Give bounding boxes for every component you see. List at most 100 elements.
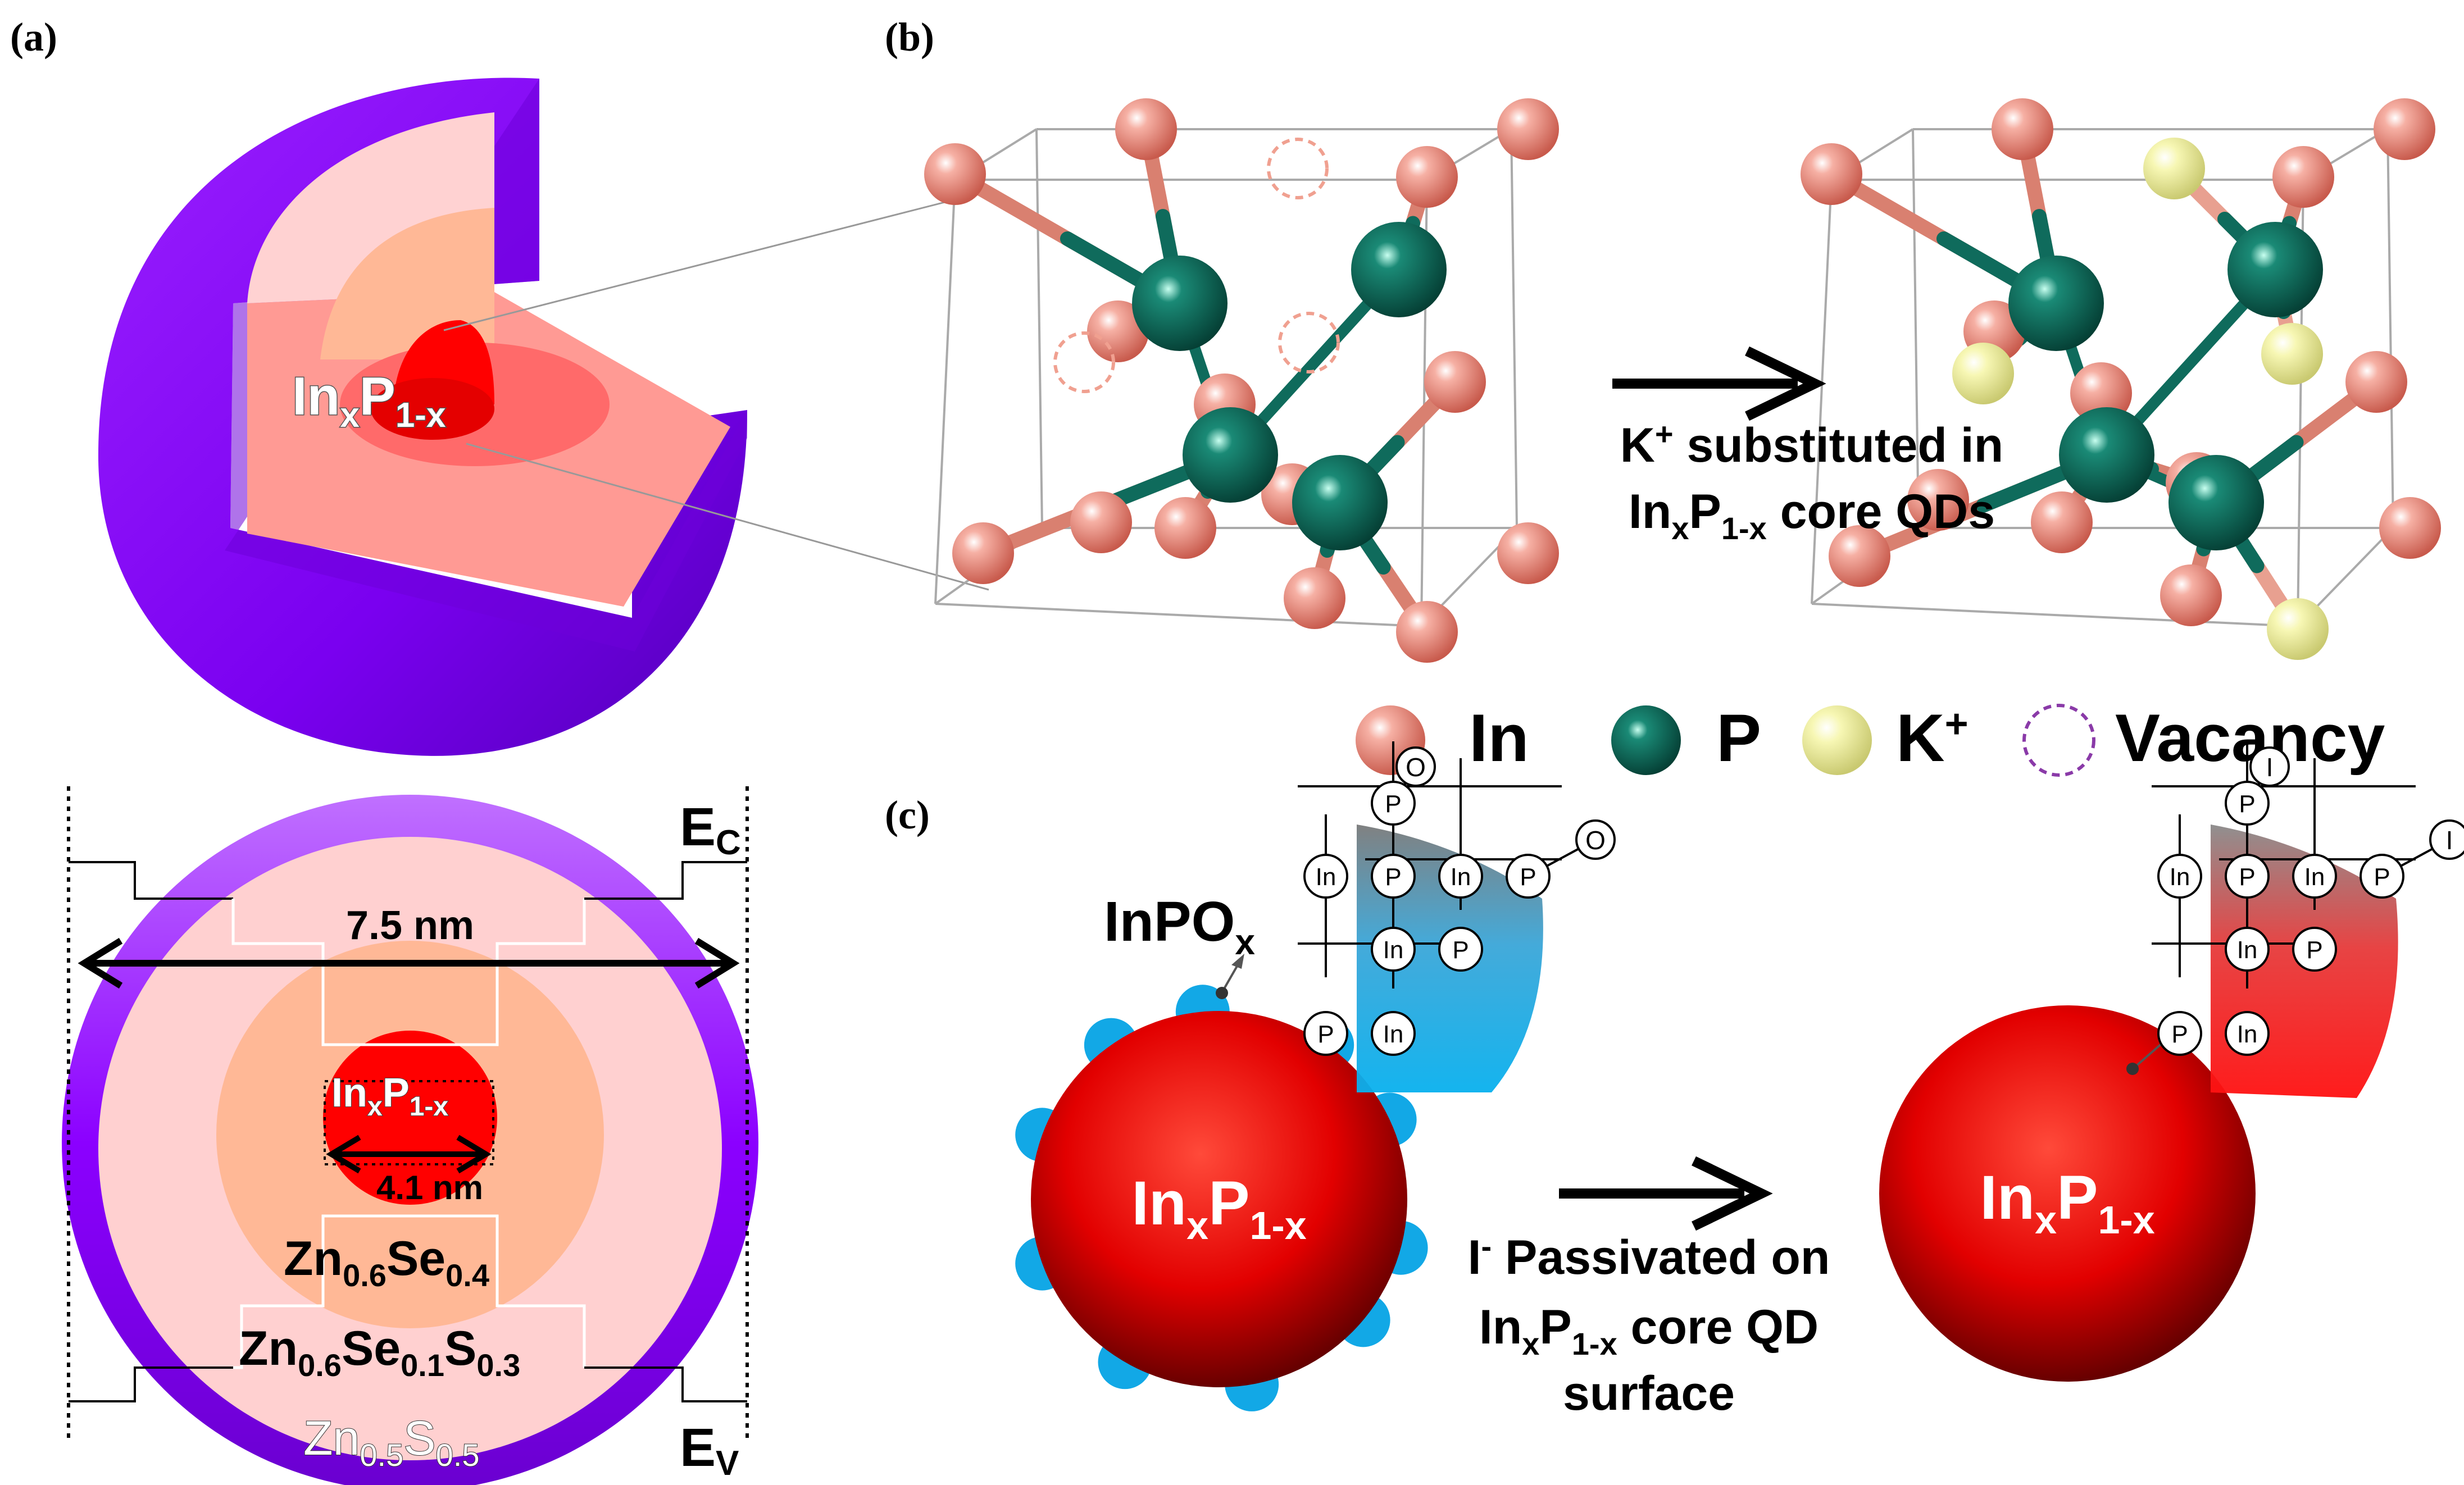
caption-c-line3: surface: [1563, 1366, 1735, 1420]
label-znse-shell: Zn0.6Se0.4: [284, 1232, 489, 1293]
znse-se: Se: [387, 1232, 445, 1286]
band-ev-right: [584, 1366, 747, 1402]
in-atom: [1087, 300, 1149, 362]
legend-p-label: P: [1716, 700, 1761, 776]
in-atom: [1497, 98, 1559, 160]
qd-left-x: x: [1186, 1204, 1208, 1247]
qd-left-1x: 1-x: [1249, 1204, 1306, 1247]
surface-atom-label: In: [1383, 1021, 1404, 1048]
surface-atom-label: In: [2304, 863, 2325, 891]
caption-c-sup: -: [1481, 1228, 1492, 1264]
arrow-7-5nm-right-head: [694, 937, 740, 989]
vacancy-site: [1278, 312, 1340, 373]
zns-zn: Zn: [303, 1411, 360, 1465]
in-atom: [1284, 567, 1345, 629]
inpox-sub: x: [1235, 922, 1255, 962]
zns-s2: 0.5: [436, 1437, 480, 1473]
lattice-edge: [935, 603, 1422, 627]
surface-atom-label: In: [1316, 863, 1336, 891]
vacancy-site: [1267, 138, 1329, 199]
in-atom: [1396, 146, 1458, 208]
caption-b-rest1: substituted in: [1674, 418, 2004, 472]
terminal-atom: [1395, 746, 1436, 787]
core-label-3d-p: P: [360, 366, 395, 426]
terminal-atom: [2249, 746, 2290, 787]
surface-p-atom: [1371, 781, 1416, 826]
inpox-pointer-dot: [1216, 987, 1228, 999]
qd-right-label: InxP1-x: [1980, 1163, 2154, 1242]
inpox-label: InPOx: [1104, 890, 1255, 962]
p-atom: [1132, 256, 1228, 351]
core-inp-base: [371, 378, 494, 440]
qd-left-p: P: [1208, 1169, 1249, 1238]
caption-c-in: In: [1479, 1300, 1522, 1354]
arrow-7-5nm-left-head: [78, 937, 123, 989]
core-label-3d-in: In: [292, 366, 340, 426]
outer-shell-zns: [98, 78, 747, 756]
surface-in-atom: [2292, 854, 2337, 899]
legend-in-label: In: [1469, 700, 1529, 776]
surface-atom-label: P: [1520, 863, 1536, 891]
band-ec-inner: [231, 899, 586, 1046]
surface-in-atom: [1371, 927, 1416, 972]
core-label-3d-1x: 1-x: [395, 396, 446, 435]
band-ev-left: [69, 1366, 233, 1402]
qd-right-sphere: [1879, 1005, 2256, 1382]
caption-b-k: K: [1620, 418, 1655, 472]
in-atom: [1497, 522, 1559, 584]
surface-atom-label: P: [2374, 863, 2390, 891]
caption-c-rest2: core QD: [1617, 1300, 1819, 1354]
ev-v: V: [716, 1444, 739, 1483]
surface-atom-label: P: [1385, 863, 1401, 891]
terminal-atom-label: I: [2446, 826, 2453, 855]
zns-s1: 0.5: [360, 1437, 403, 1473]
band-ev-inner: [233, 1214, 586, 1369]
panel-label-c: (c): [885, 792, 930, 837]
caption-b-p: P: [1689, 485, 1721, 539]
cs-core-label-in: In: [331, 1071, 367, 1115]
inpox-pointer-head: [1231, 954, 1244, 969]
surface-atom-label: In: [2170, 863, 2190, 891]
cs-core-label-p: P: [383, 1071, 410, 1115]
qd-left-in: In: [1131, 1169, 1186, 1238]
surface-atom-label: In: [1451, 863, 1471, 891]
p-atom: [2059, 407, 2154, 503]
in-atom: [1396, 601, 1458, 663]
panel-label-b: (b): [885, 15, 934, 60]
in-atom: [2379, 497, 2441, 559]
legend-p-atom: [1611, 705, 1681, 775]
caption-b-x: x: [1671, 511, 1689, 546]
k-atom: [1952, 343, 2014, 404]
label-znses-shell: Zn0.6Se0.1S0.3: [239, 1322, 520, 1383]
caption-c-p: P: [1539, 1300, 1571, 1354]
zns-s: S: [403, 1411, 435, 1465]
znses-s2: 0.1: [401, 1347, 444, 1383]
in-atom: [1154, 497, 1216, 559]
lattice-edge: [1811, 603, 2298, 627]
p-atom: [1292, 455, 1388, 550]
caption-b-1x: 1-x: [1721, 511, 1767, 546]
qd-left-sphere: [1031, 1011, 1407, 1387]
legend-k-base: K: [1896, 700, 1945, 776]
surface-atom-label: In: [1383, 936, 1404, 964]
in-atom: [1070, 491, 1132, 553]
terminal-atom-label: O: [1406, 753, 1426, 782]
surface-p-atom: [2360, 854, 2404, 899]
caption-c-line2: InxP1-x core QD: [1479, 1300, 1819, 1361]
qd-right: InxP1-x: [1879, 1005, 2256, 1382]
caption-c-x: x: [1522, 1326, 1539, 1361]
znses-s: S: [444, 1322, 476, 1375]
caption-b-rest2: core QDs: [1767, 485, 1995, 539]
znse-zn: Zn: [284, 1232, 343, 1286]
in-atom: [1801, 143, 1862, 205]
legend-k-sup: +: [1945, 701, 1969, 746]
znses-zn: Zn: [239, 1322, 298, 1375]
p-atom: [2227, 222, 2323, 317]
caption-c-i: I: [1468, 1231, 1481, 1284]
right-pointer-dot: [2126, 1063, 2139, 1075]
surface-p-atom: [1438, 927, 1483, 972]
label-4-1nm: 4.1 nm: [376, 1169, 483, 1206]
